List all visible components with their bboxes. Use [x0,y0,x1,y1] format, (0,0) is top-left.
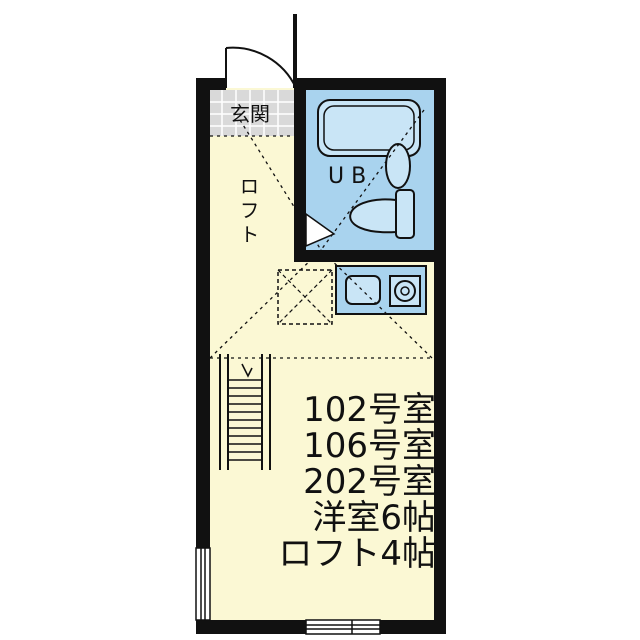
entrance-door [225,14,297,89]
toilet-tank [395,189,415,239]
toilet-bowl [349,198,397,234]
unit-line: ロフト4帖 [278,534,436,574]
unit-line: 洋室6帖 [312,498,436,538]
entrance-tile-grid [210,90,296,136]
washbasin [385,143,411,189]
unit-line: 102号室 [303,390,436,430]
unit-line: 202号室 [303,462,436,502]
bath-label: U B [328,164,367,189]
kitchen-sink [345,275,381,305]
unit-line: 106号室 [303,426,436,466]
shaft-triangle [305,212,336,248]
storage-box [277,269,333,325]
stove-burner [394,280,416,302]
bottom-window [305,619,381,635]
stove-burner-inner [400,286,410,296]
side-window [195,547,211,621]
loft-label: ロフト [236,176,260,248]
walls [196,78,446,634]
entrance-label: 玄関 [230,102,270,126]
unit-info: 102号室 106号室 202号室 洋室6帖 ロフト4帖 [200,392,436,572]
ladder-arrow-icon [241,363,253,378]
bathtub-inner [323,105,415,151]
ladder-rungs [228,379,262,461]
bathtub [317,99,421,157]
entrance-floor [210,90,296,136]
